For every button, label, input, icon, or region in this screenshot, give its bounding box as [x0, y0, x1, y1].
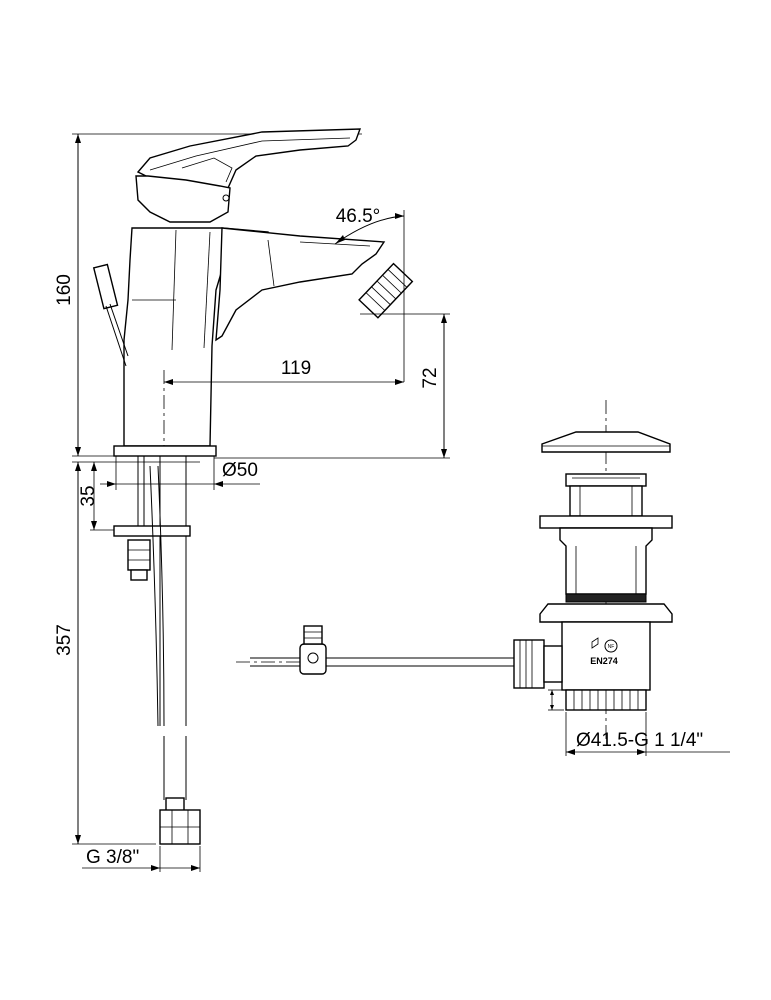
plug-stem: [569, 485, 643, 517]
nf-logo-circle: [604, 639, 618, 653]
hose-2: [157, 465, 165, 727]
waste-thread-seal: [565, 593, 647, 603]
pop-up-rod: [92, 263, 119, 310]
angle-arrows: [335, 213, 404, 244]
hose-length-label: 357: [54, 624, 75, 656]
body-inner-line-1: [171, 229, 177, 351]
height-label: 160: [54, 274, 75, 306]
cartridge-cap: [135, 175, 231, 223]
hose-1: [149, 465, 159, 727]
mixer-side-view: 160 46.5°: [54, 128, 450, 872]
nozzle-head: [358, 262, 414, 319]
base-ring: [113, 445, 217, 457]
rod-clip-screw: [303, 625, 323, 645]
reach-label: 119: [281, 358, 311, 379]
waste-side-connector: [513, 639, 545, 689]
lever-edge-line: [149, 137, 351, 171]
waste-assembly-view: NF EN274: [236, 400, 730, 756]
plug-top: [565, 473, 647, 487]
fixing-nut: [127, 539, 151, 571]
spout-joint-line: [267, 239, 275, 287]
spout-height-label: 72: [420, 367, 441, 388]
spout-body: [215, 227, 386, 342]
waste-dimension-arrows: [566, 749, 646, 755]
pop-up-knob: [92, 263, 119, 310]
mount-depth-label: 35: [78, 485, 99, 506]
rod-clip: [299, 643, 327, 675]
lever-inner-line: [181, 157, 233, 183]
waste-flange: [539, 515, 673, 529]
waste-logo-shape: [591, 637, 599, 649]
lever-pivot: [222, 194, 230, 202]
fixing-plate: [113, 525, 191, 537]
pop-up-rod-line-2: [109, 303, 129, 357]
connector-nut: [543, 645, 563, 683]
diameter-label: Ø50: [222, 460, 258, 481]
waste-thread-label: Ø41.5-G 1 1/4": [576, 730, 703, 751]
backnut-flange: [539, 603, 673, 623]
pop-up-rod-line-1: [105, 305, 127, 367]
spray-nozzle: [358, 262, 414, 319]
fixing-nut-bottom: [130, 569, 148, 581]
waste-upper-body: [559, 527, 653, 595]
plug-cap: [541, 431, 671, 453]
angle-label: 46.5°: [336, 206, 381, 227]
body-inner-line-2: [203, 231, 211, 349]
g38-label: G 3/8": [86, 847, 139, 868]
en274-marking: EN274: [590, 656, 618, 666]
waste-lower-body: [561, 621, 651, 691]
nf-logo-text: NF: [608, 644, 615, 650]
